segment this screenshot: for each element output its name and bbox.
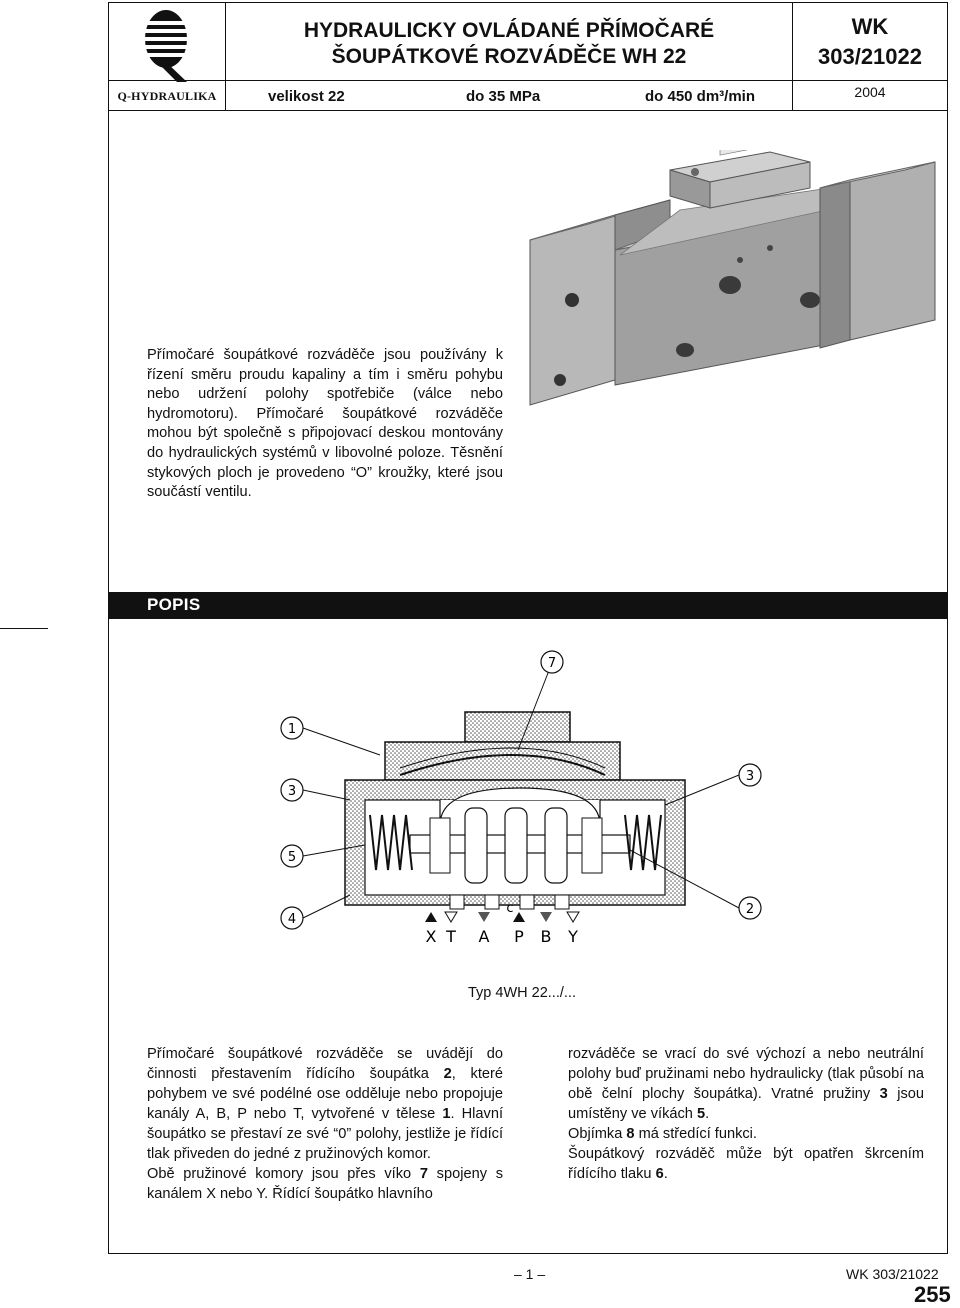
callout-3-right: 3 (746, 769, 754, 784)
section-title: POPIS (147, 595, 201, 614)
port-p: P (514, 927, 524, 946)
port-b: B (541, 927, 552, 946)
callout-4: 4 (288, 912, 296, 927)
margin-rule (0, 628, 48, 629)
page-frame (108, 2, 948, 1254)
valve-cross-section-diagram: 1 2 3 3 4 5 7 X T A P B Y c (280, 650, 762, 946)
title-line-1: HYDRAULICKY OVLÁDANÉ PŘÍMOČARÉ (303, 19, 715, 42)
right-paragraph-1: rozváděče se vrací do své výchozí a nebo… (568, 1046, 924, 1122)
doc-identifier: WK 303/21022 (794, 12, 946, 72)
callout-5: 5 (288, 850, 296, 865)
section-header-bar (108, 592, 948, 619)
title-line-2: ŠOUPÁTKOVÉ ROZVÁDĚČE WH 22 (331, 45, 687, 68)
intro-paragraph: Přímočaré šoupátkové rozváděče jsou použ… (147, 347, 503, 501)
right-paragraph-3: Šoupátkový rozváděč může být opatřen škr… (568, 1146, 924, 1182)
page-number: – 1 – (514, 1266, 546, 1282)
flow-spec: do 450 dm³/min (645, 88, 756, 105)
port-x: X (426, 927, 437, 946)
pressure-spec: do 35 MPa (466, 88, 541, 105)
doc-id-cell (792, 2, 948, 110)
port-a: A (479, 927, 490, 946)
callout-7: 7 (548, 656, 556, 671)
footer-doc-code: WK 303/21022 (846, 1266, 939, 1282)
doc-number: 303/21022 (818, 44, 922, 69)
right-paragraph-2: Objímka 8 má středící funkci. (568, 1126, 757, 1142)
header-base-line (108, 110, 948, 111)
left-paragraph-2: Obě pružinové komory jsou přes víko 7 sp… (147, 1166, 503, 1202)
logo-name: Q-HYDRAULIKA (117, 89, 217, 103)
port-c: c (506, 901, 513, 916)
logo-cell (108, 2, 226, 110)
size-spec: velikost 22 (268, 88, 345, 105)
catalog-page-number: 255 (914, 1282, 951, 1307)
document-title: HYDRAULICKY OVLÁDANÉ PŘÍMOČARÉ ŠOUPÁTKOV… (228, 18, 790, 70)
callout-2: 2 (746, 902, 754, 917)
doc-type: WK (851, 14, 889, 39)
description-right-column: rozváděče se vrací do své výchozí a nebo… (568, 1044, 924, 1184)
callout-3-left: 3 (288, 784, 296, 799)
port-y: Y (567, 927, 578, 946)
left-paragraph-1: Přímočaré šoupátkové rozváděče se uváděj… (147, 1046, 504, 1162)
type-label: Typ 4WH 22.../... (468, 985, 576, 1001)
valve-photo (529, 150, 936, 406)
doc-year: 2004 (854, 84, 886, 100)
header-divider (108, 80, 948, 81)
q-logo-icon (145, 10, 187, 82)
description-left-column: Přímočaré šoupátkové rozváděče se uváděj… (147, 1044, 503, 1204)
port-t: T (445, 927, 456, 946)
callout-1: 1 (288, 722, 296, 737)
